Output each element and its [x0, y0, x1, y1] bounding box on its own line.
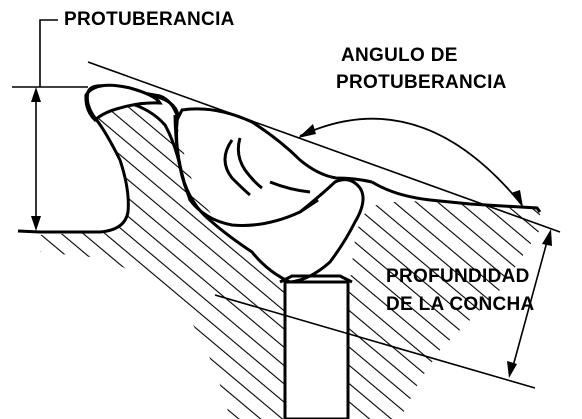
lower-reference-line: [214, 294, 536, 389]
depth-arrow-bottom: [507, 361, 517, 378]
angle-arc: [299, 117, 523, 206]
prot-arrow-up: [31, 87, 41, 102]
workpiece-outline: [17, 91, 542, 234]
weld-fusion-line: [173, 114, 319, 214]
electrode-block: [283, 280, 350, 419]
depth-label-line1: PROFUNDIDAD: [386, 266, 530, 287]
depth-arrow-top: [542, 229, 552, 246]
weld-inner-groove: [223, 137, 311, 197]
angle-label-line1: ANGULO DE: [341, 45, 458, 66]
tangent-line: [87, 61, 561, 233]
depth-label-line2: DE LA CONCHA: [386, 294, 535, 315]
depth-dim-line: [511, 237, 549, 371]
angle-arrow-right: [511, 190, 523, 207]
protuberance-label: PROTUBERANCIA: [64, 9, 235, 30]
angle-label-line2: PROTUBERANCIA: [336, 72, 507, 93]
prot-arrow-down: [31, 216, 41, 231]
angle-arrow-left: [298, 124, 316, 138]
electrode-shoulders: [279, 274, 353, 284]
prot-leader: [39, 19, 58, 87]
